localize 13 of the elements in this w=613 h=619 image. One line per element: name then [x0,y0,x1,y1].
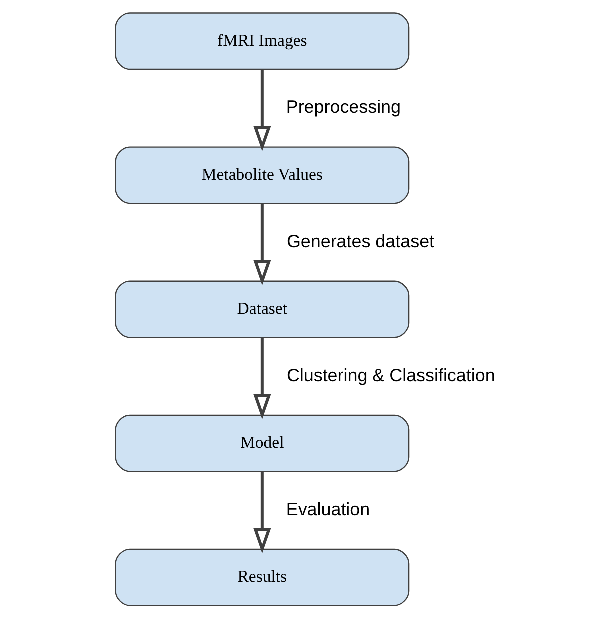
edge-label: Generates dataset [286,231,434,252]
node-box: Results [114,548,410,606]
arrow [253,70,271,152]
node-box: fMRI Images [114,12,410,70]
edge-label: Evaluation [286,499,370,520]
edge-label: Preprocessing [286,97,401,118]
arrow [253,204,271,286]
node-box: Model [114,414,410,472]
node-box: Dataset [114,280,410,338]
arrow [253,472,271,554]
node-box: Metabolite Values [114,146,410,204]
arrow [253,338,271,420]
edge-label: Clustering & Classification [286,365,495,386]
